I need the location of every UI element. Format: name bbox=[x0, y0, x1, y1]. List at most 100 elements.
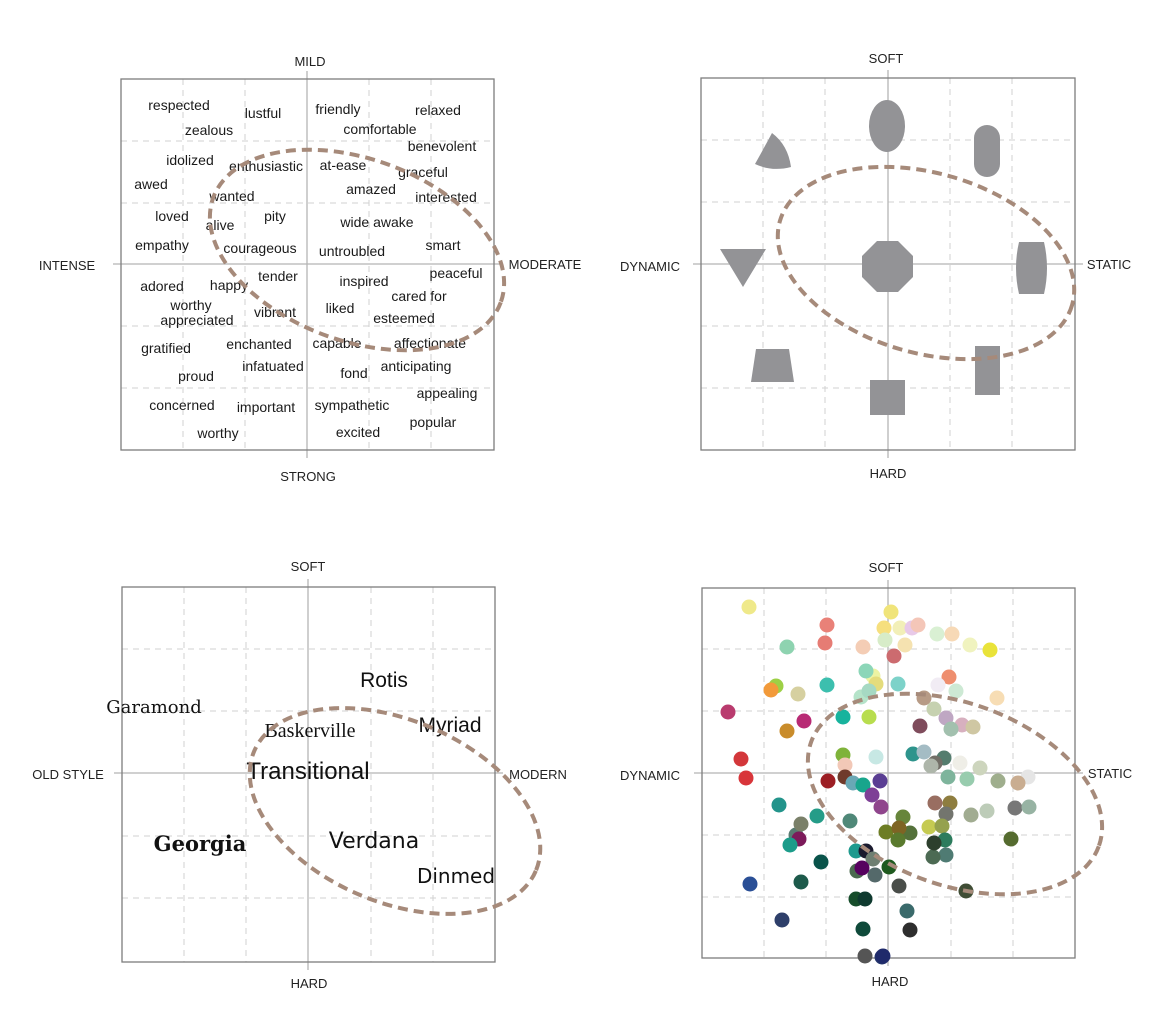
color-dot bbox=[972, 760, 988, 776]
shape-axis-top: SOFT bbox=[869, 51, 904, 66]
color-axis-left: DYNAMIC bbox=[620, 768, 680, 783]
emotion-word: liked bbox=[326, 300, 355, 316]
emotion-word: smart bbox=[426, 237, 461, 253]
color-dot bbox=[774, 912, 790, 928]
font-dinmed: Dinmed bbox=[417, 864, 495, 888]
color-dot bbox=[890, 832, 906, 848]
rounded-wedge-shape bbox=[755, 133, 791, 169]
typeface-axis-right: MODERN bbox=[509, 767, 567, 782]
color-dot bbox=[910, 617, 926, 633]
pill-shape bbox=[974, 125, 1000, 177]
emotion-word: awed bbox=[134, 176, 167, 192]
color-dot bbox=[742, 876, 758, 892]
color-dot bbox=[854, 860, 870, 876]
shape-axis-bottom: HARD bbox=[870, 466, 907, 481]
typeface-axis-left: OLD STYLE bbox=[32, 767, 104, 782]
emotion-word: peaceful bbox=[430, 265, 483, 281]
color-dot bbox=[926, 835, 942, 851]
emotion-word: enthusiastic bbox=[229, 158, 303, 174]
barrel-shape bbox=[1016, 242, 1047, 294]
color-dot bbox=[861, 683, 877, 699]
emotion-word: respected bbox=[148, 97, 209, 113]
emotion-axis-right: MODERATE bbox=[509, 257, 582, 272]
color-dot bbox=[891, 820, 907, 836]
color-dot bbox=[1010, 775, 1026, 791]
color-dot bbox=[857, 948, 873, 964]
emotion-word: graceful bbox=[398, 164, 448, 180]
color-dot bbox=[872, 773, 888, 789]
emotion-word: gratified bbox=[141, 340, 191, 356]
color-dot bbox=[1021, 799, 1037, 815]
color-dot bbox=[855, 921, 871, 937]
color-dot bbox=[930, 677, 946, 693]
color-dot bbox=[943, 721, 959, 737]
color-dot bbox=[963, 807, 979, 823]
emotion-word: relaxed bbox=[415, 102, 461, 118]
color-dot bbox=[733, 751, 749, 767]
font-garamond: Garamond bbox=[106, 697, 201, 718]
emotion-word: affectionate bbox=[394, 335, 466, 351]
color-dot bbox=[916, 744, 932, 760]
color-dot bbox=[837, 757, 853, 773]
emotion-word: cared for bbox=[391, 288, 447, 304]
color-dot bbox=[897, 637, 913, 653]
shape-axis-right: STATIC bbox=[1087, 257, 1131, 272]
color-dot bbox=[965, 719, 981, 735]
color-dot bbox=[926, 701, 942, 717]
emotion-word: zealous bbox=[185, 122, 233, 138]
color-dot bbox=[883, 604, 899, 620]
color-dot bbox=[779, 723, 795, 739]
emotion-word: amazed bbox=[346, 181, 396, 197]
color-dot bbox=[790, 686, 806, 702]
emotion-word: wanted bbox=[208, 188, 254, 204]
color-dot bbox=[929, 626, 945, 642]
color-dot bbox=[959, 771, 975, 787]
font-rotis: Rotis bbox=[360, 669, 408, 692]
emotion-word: worthy bbox=[196, 425, 238, 441]
color-dot bbox=[940, 769, 956, 785]
color-dot bbox=[890, 676, 906, 692]
color-dot bbox=[875, 948, 891, 964]
font-georgia: Georgia bbox=[154, 831, 247, 856]
color-dot bbox=[921, 819, 937, 835]
shape-highlight-ellipse bbox=[775, 164, 1077, 362]
emotion-word: inspired bbox=[339, 273, 388, 289]
emotion-word: sympathetic bbox=[315, 397, 390, 413]
color-dot bbox=[819, 677, 835, 693]
color-dot bbox=[842, 813, 858, 829]
color-dot bbox=[944, 626, 960, 642]
color-dot bbox=[809, 808, 825, 824]
color-dot bbox=[962, 637, 978, 653]
color-dot bbox=[864, 787, 880, 803]
color-dot bbox=[861, 709, 877, 725]
color-dot bbox=[899, 903, 915, 919]
color-dot bbox=[938, 806, 954, 822]
emotion-word: vibrant bbox=[254, 304, 296, 320]
color-dot bbox=[902, 922, 918, 938]
color-dot bbox=[877, 632, 893, 648]
square-shape bbox=[870, 380, 905, 415]
color-dot bbox=[771, 797, 787, 813]
emotion-word: infatuated bbox=[242, 358, 304, 374]
emotion-word: concerned bbox=[149, 397, 214, 413]
emotion-axis-left: INTENSE bbox=[39, 258, 96, 273]
color-dot bbox=[741, 599, 757, 615]
color-dot bbox=[925, 849, 941, 865]
color-dot bbox=[857, 891, 873, 907]
color-dot bbox=[989, 690, 1005, 706]
color-dot bbox=[938, 847, 954, 863]
emotion-word: adored bbox=[140, 278, 184, 294]
emotion-word: friendly bbox=[315, 101, 360, 117]
color-dot bbox=[881, 859, 897, 875]
color-dot bbox=[738, 770, 754, 786]
color-dot bbox=[835, 709, 851, 725]
octagon-shape bbox=[862, 241, 913, 292]
color-dot bbox=[982, 642, 998, 658]
emotion-word: benevolent bbox=[408, 138, 477, 154]
color-dot bbox=[793, 816, 809, 832]
emotion-word: worthy bbox=[169, 297, 211, 313]
color-dot bbox=[763, 682, 779, 698]
typeface-axis-bottom: HARD bbox=[291, 976, 328, 991]
typeface-highlight-ellipse bbox=[247, 706, 543, 916]
